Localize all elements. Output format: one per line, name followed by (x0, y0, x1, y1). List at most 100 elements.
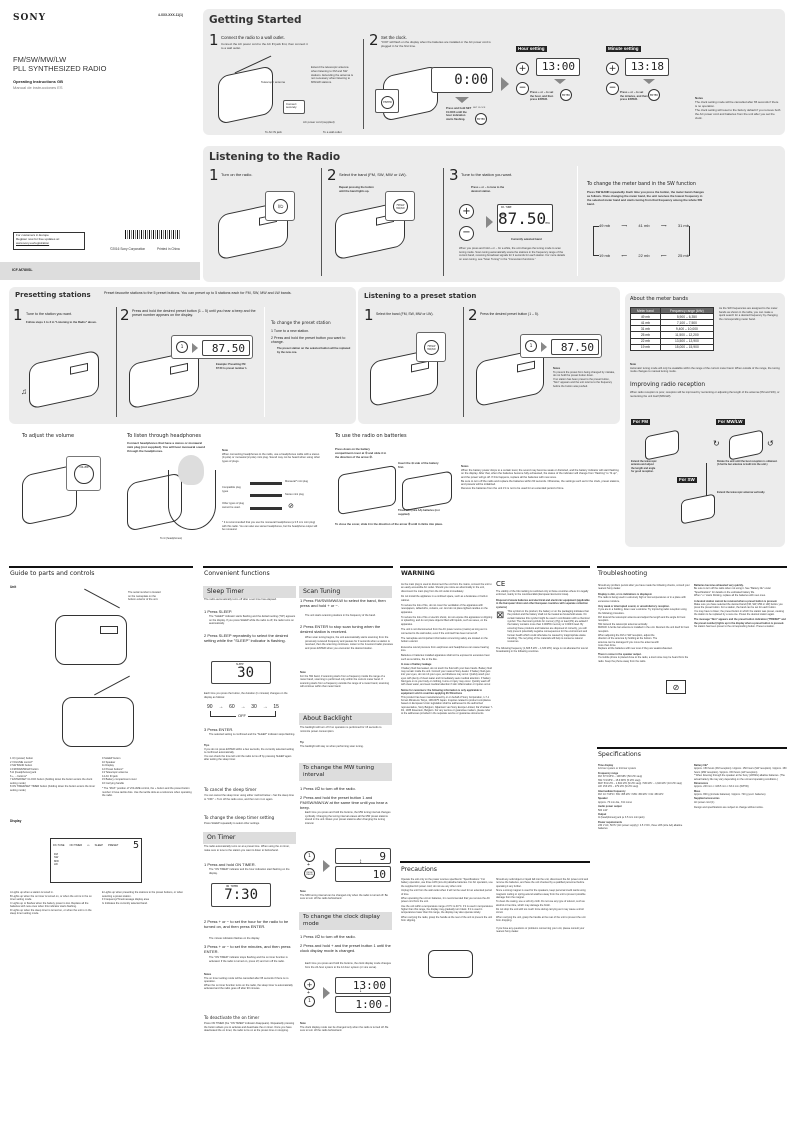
radio-display (70, 362, 88, 375)
minus-button[interactable]: − (606, 82, 619, 95)
meter-band-22: 22 mb (638, 253, 650, 258)
plus-button[interactable]: + (516, 62, 529, 75)
cover-title-2: PLL SYNTHESIZED RADIO (13, 64, 107, 73)
radio-display (517, 360, 535, 373)
cycle-off: OFF (236, 713, 248, 718)
clock-mode-header: To change the clock display mode (299, 912, 392, 930)
troubleshooting-left: Should any problem persist after you hav… (598, 584, 690, 663)
warning-paragraph: As the main plug is used to disconnect t… (401, 583, 492, 593)
solution: Replace all the batteries with new ones … (598, 647, 673, 651)
precaution-item: When carrying the radio, grasp the handl… (401, 915, 493, 923)
plus-button[interactable]: + (606, 62, 619, 75)
enter-button[interactable]: ENTER (381, 96, 394, 109)
step-desc: Repeat pressing the button until the ban… (339, 186, 374, 193)
solution: MW/LW: A ferrite bar antenna is installe… (598, 626, 690, 633)
getting-started-panel: Getting Started 1 Connect the radio to a… (203, 9, 785, 135)
step-number: 1 (209, 31, 219, 49)
solution: No station has been preset to the corres… (694, 625, 775, 629)
minus-button[interactable]: − (516, 82, 529, 95)
precaution-item: Since a strong magnet is used for the sp… (496, 889, 586, 899)
stereo-plug-illustration (250, 494, 282, 497)
headphones-footnote: * It is recommended that you use the mon… (222, 521, 318, 531)
plus-sign: + (307, 862, 310, 868)
display-desc-item: C Lights up or flashes when the battery … (10, 901, 89, 909)
plus-button[interactable]: + (304, 979, 315, 990)
part-item: 13 Telescopic antenna (102, 771, 128, 774)
precaution-item: When operating the unit on batteries, it… (401, 896, 490, 904)
table-cell: 11,500 – 12,200 (659, 331, 715, 339)
clock-mode-step2: 2 Press and hold + and the preset button… (300, 943, 391, 953)
volume-knob[interactable]: VOLUME (74, 464, 94, 484)
preset-button-1[interactable]: 1 (525, 340, 537, 352)
plus-sign: + (307, 990, 310, 996)
part-item: 16 Carrying handle (102, 781, 124, 785)
spec-value: Approx. 150 hours (FM reception) / Appro… (694, 767, 787, 774)
power-button[interactable]: I/⏻ (273, 199, 288, 214)
europe-register-box: For customers in Europe Register now for… (13, 232, 85, 250)
preset-button-1[interactable]: 1 (304, 851, 315, 862)
warning-paragraph: This product has been manufactured by or… (401, 695, 493, 716)
freq-text: The following frequency (1,605.5 kHz – 1… (496, 646, 588, 653)
improving-title: Improving radio reception (630, 382, 706, 388)
step-number: 2 (120, 306, 130, 324)
clock-mode-step1: 1 Press I/⏻ to turn off the radio. (300, 934, 356, 939)
frequency-lcd: DX-TUNE FM 87.50 MHz (497, 204, 553, 232)
sleep-step3: 3 Press ENTER. (204, 727, 234, 732)
band-mw: MW (54, 859, 59, 863)
set-clock-label: SET CLOCK (473, 107, 486, 109)
table-cell: 5,900 – 6,350 (659, 313, 715, 321)
meter-band-title: To change the meter band in the SW funct… (587, 182, 696, 187)
warning-paragraph: The nameplate and important information … (401, 636, 488, 644)
section-title: Listening to a preset station (364, 292, 477, 300)
on-timer-header: On Timer (203, 832, 296, 844)
sleep-cycle-text: Each time you press the button, the dura… (204, 692, 288, 699)
ac-cord-label: AC power cord (supplied) (303, 120, 335, 124)
notes-title: Notes (695, 96, 704, 100)
cancel-sleep-title: To cancel the sleep timer (204, 787, 257, 792)
lang-gb: Operating Instructions GB (13, 79, 64, 84)
band-callout: FM/SW MW/LW (385, 191, 415, 221)
enter-callout: ENTER (375, 89, 399, 113)
plus-button[interactable]: + (459, 204, 474, 219)
batteries-notes: Notes When the battery power drops to a … (461, 465, 621, 490)
band-sw: SW (54, 856, 59, 860)
section-title: Listening to the Radio (209, 151, 341, 163)
minus-button[interactable]: − (459, 226, 474, 241)
right-arrow-icon (486, 216, 493, 228)
precautions-left: Operate the unit only on the power sourc… (401, 878, 493, 923)
part-item: 3 SW BAND button (10, 764, 33, 767)
step-number: 2 (369, 31, 379, 49)
preset-button-1[interactable]: 1 (176, 341, 188, 353)
problem: The message "Non" appears and the preset… (694, 618, 786, 625)
band-button[interactable]: FM/SW MW/LW (424, 340, 439, 355)
backlight-tip: Tip The backlight will stay on when perf… (300, 741, 392, 748)
problem: Batteries become exhausted very quickly. (694, 584, 744, 587)
preset-button-1[interactable]: 1 (304, 996, 315, 1007)
divider (463, 307, 464, 417)
divider (577, 166, 578, 276)
precautions-title: Precautions (401, 866, 438, 873)
part-item: 2 VOLUME control* (10, 760, 33, 764)
precaution-item: Operate the unit only on the power sourc… (401, 878, 493, 888)
band-button[interactable]: FM/SW MW/LW (304, 868, 315, 879)
note: The clock setting mode will be cancelled… (695, 99, 779, 108)
weee-bin-icon: ⊠ (496, 609, 505, 621)
spec-value: 230 V AC, 50 Hz (AC power supply) / 4.5 … (598, 824, 683, 831)
on-timer-step1-desc: The "ON TIMER" indicator and the hour in… (209, 868, 290, 875)
spec-label: Power requirements (598, 820, 623, 824)
band-button[interactable]: FM/SW MW/LW (393, 199, 408, 214)
enter-button[interactable]: ENTER (648, 89, 660, 101)
spec-label: Time display (598, 764, 614, 767)
headphones-note: Note When connecting headphones to the r… (222, 449, 320, 464)
compatible-plugs-label: Compatible plug types (222, 486, 241, 493)
display-desc-right: E Lights up when presetting the stations… (102, 891, 190, 905)
clock-mode-step2-desc: Each time you press and hold the buttons… (305, 962, 391, 969)
europe-box-link[interactable]: www.sony.eu/registration (16, 240, 50, 245)
rotate-icon: ↺ (767, 439, 774, 448)
enter-button[interactable]: ENTER (560, 89, 572, 101)
part-item: 10 Speaker (102, 760, 116, 764)
enter-button[interactable]: ENTER (475, 113, 487, 125)
step-title: Select the band (FM, SW, MW or LW). (376, 312, 434, 316)
